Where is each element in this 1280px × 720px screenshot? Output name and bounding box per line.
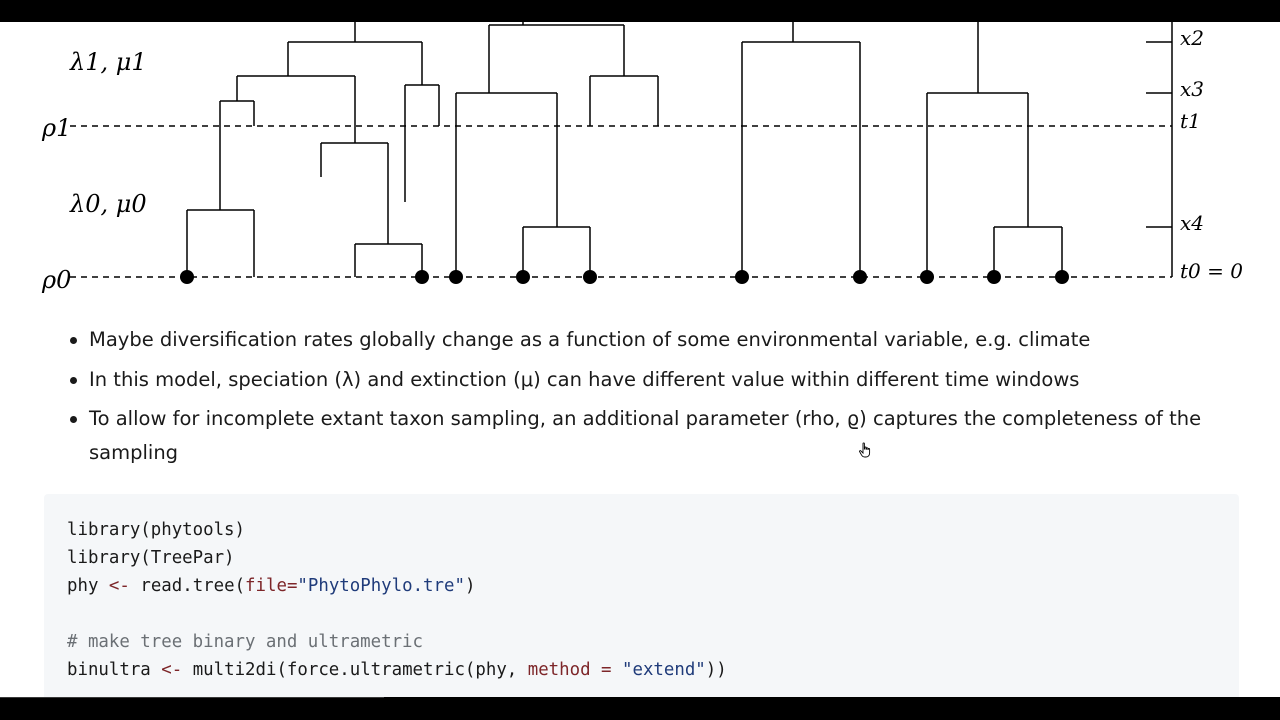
bullet-item: Maybe diversification rates globally cha… — [70, 323, 1220, 357]
rho0-label: ρ0 — [41, 266, 71, 294]
x3-label: x3 — [1180, 77, 1204, 101]
code-line-1: library(phytools) — [67, 520, 245, 540]
bullet-item: In this model, speciation (λ) and extinc… — [70, 363, 1220, 397]
hand-cursor-icon — [859, 442, 871, 458]
code-arg-method: method — [527, 660, 591, 680]
code-equals: = — [286, 576, 298, 596]
assign-operator: <- — [161, 660, 183, 680]
bullet-list: Maybe diversification rates globally cha… — [70, 323, 1220, 476]
bottom-black-bar — [0, 697, 1280, 720]
code-line-2: library(TreePar) — [67, 548, 235, 568]
top-black-bar — [0, 0, 1280, 22]
rates-top-label: λ1, μ1 — [69, 48, 147, 76]
code-equals: = — [601, 660, 612, 680]
code-fn-read-tree: read.tree( — [140, 576, 246, 596]
sampled-tip-markers — [180, 270, 1069, 284]
rho1-label: ρ1 — [41, 114, 71, 142]
code-block[interactable]: library(phytools) library(TreePar) phy <… — [44, 494, 1239, 704]
video-progress-bar[interactable] — [0, 697, 384, 698]
code-string-extend: "extend" — [622, 660, 706, 680]
t1-label: t1 — [1180, 109, 1201, 133]
assign-operator: <- — [108, 576, 130, 596]
x2-label: x2 — [1180, 26, 1204, 50]
code-string-filename: "PhytoPhylo.tre" — [297, 576, 465, 596]
x4-label: x4 — [1180, 211, 1204, 235]
code-var-phy: phy — [67, 576, 99, 596]
code-fn-multi2di: multi2di(force.ultrametric(phy, — [192, 660, 528, 680]
code-var-binultra: binultra — [67, 660, 151, 680]
code-comment: # make tree binary and ultrametric — [67, 632, 423, 652]
code-text: library(phytools) library(TreePar) phy <… — [67, 516, 727, 684]
phylogenetic-tree-diagram: λ1, μ1 ρ1 λ0, μ0 ρ0 x2 x3 t1 x4 t0 = 0 — [41, 22, 1243, 294]
rates-bottom-label: λ0, μ0 — [69, 190, 147, 218]
code-arg-file: file — [245, 576, 287, 596]
bullet-item: To allow for incomplete extant taxon sam… — [70, 402, 1220, 470]
tree-figure: λ1, μ1 ρ1 λ0, μ0 ρ0 x2 x3 t1 x4 t0 = 0 — [0, 22, 1280, 300]
code-paren-close: )) — [705, 660, 727, 680]
code-paren-close: ) — [464, 576, 476, 596]
t0-label: t0 = 0 — [1180, 259, 1243, 283]
